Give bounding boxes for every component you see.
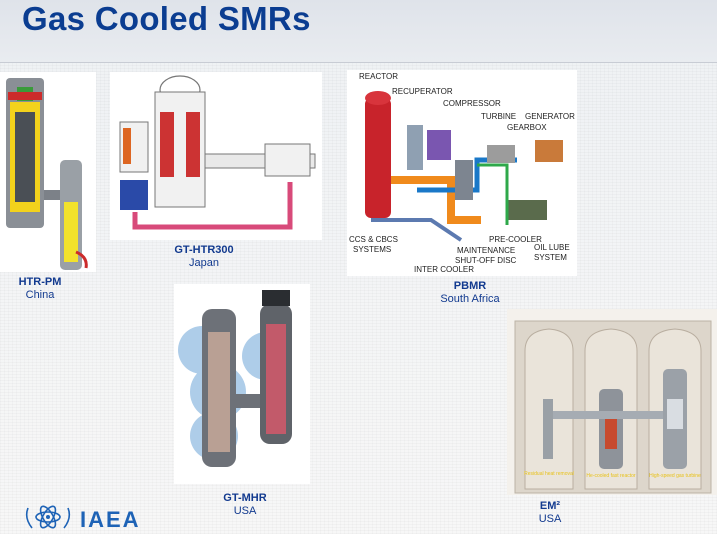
reactor-country: USA xyxy=(538,513,562,525)
pbmr-label-ccs-1: CCS & CBCS xyxy=(349,235,398,244)
pbmr-label-pre-cooler: PRE-COOLER xyxy=(489,235,542,244)
pbmr-label-reactor: REACTOR xyxy=(359,72,398,81)
reactor-name: GT-MHR xyxy=(223,492,267,504)
caption-htr-pm: HTR-PM China xyxy=(0,276,80,302)
pbmr-label-generator: GENERATOR xyxy=(525,112,575,121)
pbmr-label-gearbox: GEARBOX xyxy=(507,123,547,132)
title-bar: Gas Cooled SMRs xyxy=(0,0,717,63)
pbmr-label-oil-1: OIL LUBE xyxy=(534,243,570,252)
pbmr-label-turbine: TURBINE xyxy=(481,112,516,121)
caption-gt-htr300: GT-HTR300 Japan xyxy=(162,244,246,270)
pbmr-label-ccs-2: SYSTEMS xyxy=(353,245,391,254)
reactor-country: Japan xyxy=(189,257,219,269)
em2-label-middle: He-cooled fast reactor xyxy=(586,473,636,479)
reactor-name: GT-HTR300 xyxy=(174,244,234,256)
reactor-name: HTR-PM xyxy=(18,276,62,288)
iaea-logo-text: IAEA xyxy=(80,507,141,532)
pbmr-label-compressor: COMPRESSOR xyxy=(443,99,501,108)
pbmr-label-inter-cooler: INTER COOLER xyxy=(414,265,474,274)
pbmr-image: REACTOR RECUPERATOR COMPRESSOR TURBINE G… xyxy=(347,70,577,276)
gt-mhr-image xyxy=(174,284,310,484)
em2-label-left: Residual heat removal xyxy=(524,471,574,477)
pbmr-illustration: REACTOR RECUPERATOR COMPRESSOR TURBINE G… xyxy=(347,70,577,276)
reactor-country: China xyxy=(25,289,55,301)
caption-pbmr: PBMR South Africa xyxy=(420,280,520,306)
gt-mhr-illustration xyxy=(174,284,310,484)
reactor-name: PBMR xyxy=(453,280,487,292)
pbmr-label-maintenance-1: MAINTENANCE xyxy=(457,246,515,255)
slide-title: Gas Cooled SMRs xyxy=(22,0,311,37)
reactor-country: South Africa xyxy=(440,293,500,305)
pbmr-label-maintenance-2: SHUT-OFF DISC xyxy=(455,256,517,265)
gt-htr300-image xyxy=(110,72,322,240)
reactor-name: EM² xyxy=(539,500,561,512)
iaea-atom-olive-icon xyxy=(25,505,71,529)
em2-label-right: High-speed gas turbine xyxy=(649,473,701,479)
gt-htr300-illustration xyxy=(110,72,322,240)
caption-gt-mhr: GT-MHR USA xyxy=(205,492,285,518)
pbmr-label-recuperator: RECUPERATOR xyxy=(392,87,453,96)
em2-image: Residual heat removal He-cooled fast rea… xyxy=(507,309,717,495)
em2-illustration: Residual heat removal He-cooled fast rea… xyxy=(507,309,717,495)
caption-em2: EM² USA xyxy=(515,500,585,526)
htr-pm-image xyxy=(0,72,96,272)
reactor-country: USA xyxy=(233,505,257,517)
pbmr-label-oil-2: SYSTEM xyxy=(534,253,567,262)
htr-pm-illustration xyxy=(6,78,88,270)
